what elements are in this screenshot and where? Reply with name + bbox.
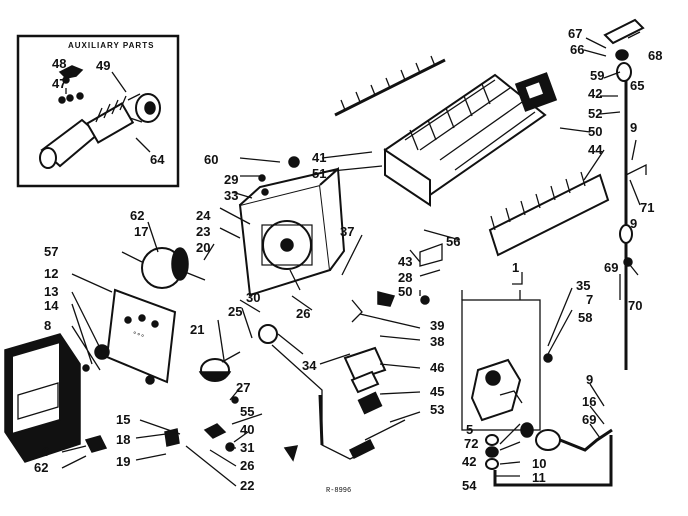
svg-text:∘∘∘: ∘∘∘	[131, 329, 146, 341]
label-15: 15	[116, 412, 130, 427]
front-cover-8	[4, 333, 81, 463]
part-47-screws	[58, 92, 84, 104]
label-6: 6	[42, 444, 49, 459]
label-60: 60	[204, 152, 218, 167]
label-66: 66	[570, 42, 584, 57]
label-54: 54	[462, 478, 477, 493]
label-10: 10	[532, 456, 546, 471]
label-31: 31	[240, 440, 254, 455]
label-35: 35	[576, 278, 590, 293]
label-8: 8	[44, 318, 51, 333]
label-9-mid: 9	[630, 216, 637, 231]
label-55: 55	[240, 404, 254, 419]
housing-33	[238, 166, 346, 297]
label-62-top: 62	[130, 208, 144, 223]
label-58: 58	[578, 310, 592, 325]
wire-harness	[271, 344, 406, 460]
stripper-44	[488, 171, 610, 257]
callout-labels: 67 66 68 59 65 42 52 50 9 44 71 69 9 35 …	[34, 26, 662, 495]
label-12: 12	[44, 266, 58, 281]
label-28: 28	[398, 270, 412, 285]
label-62-bottom: 62	[34, 460, 48, 475]
label-50-mid: 50	[398, 284, 412, 299]
label-16: 16	[582, 394, 596, 409]
label-26-bottom: 26	[240, 458, 254, 473]
label-64: 64	[150, 152, 165, 167]
label-13: 13	[44, 284, 58, 299]
small-parts-lower-left	[82, 156, 300, 462]
label-57: 57	[44, 244, 58, 259]
ice-mold-assembly	[334, 55, 558, 207]
label-1: 1	[512, 260, 519, 275]
label-40: 40	[240, 422, 254, 437]
label-22: 22	[240, 478, 254, 493]
label-14: 14	[44, 298, 59, 313]
auxiliary-parts-inset: AUXILIARY PARTS 48 47 49 64	[16, 34, 180, 188]
label-34: 34	[302, 358, 317, 373]
label-17: 17	[134, 224, 148, 239]
label-9-top: 9	[630, 120, 637, 135]
label-56: 56	[446, 234, 460, 249]
inset-title: AUXILIARY PARTS	[68, 41, 154, 50]
mounting-plate-12: ∘∘∘	[105, 288, 177, 384]
label-24: 24	[196, 208, 211, 223]
label-42-bottom: 42	[462, 454, 476, 469]
label-44: 44	[588, 142, 603, 157]
label-25: 25	[228, 304, 242, 319]
part-48-clip	[58, 65, 84, 84]
part-64-strainer	[39, 95, 135, 169]
label-26-top: 26	[296, 306, 310, 321]
label-29: 29	[224, 172, 238, 187]
label-37: 37	[340, 224, 354, 239]
label-72: 72	[464, 436, 478, 451]
label-18: 18	[116, 432, 130, 447]
label-21: 21	[190, 322, 204, 337]
label-47: 47	[52, 76, 66, 91]
label-68: 68	[648, 48, 662, 63]
label-27: 27	[236, 380, 250, 395]
drawing-code: R-8996	[326, 487, 351, 495]
switch-parts	[343, 243, 443, 415]
label-7: 7	[586, 292, 593, 307]
label-45: 45	[430, 384, 444, 399]
drive-gear-21	[198, 324, 304, 382]
label-53: 53	[430, 402, 444, 417]
label-19: 19	[116, 454, 130, 469]
label-20: 20	[196, 240, 210, 255]
label-5: 5	[466, 422, 473, 437]
label-30: 30	[246, 290, 260, 305]
label-67: 67	[568, 26, 582, 41]
fill-tube-assembly	[603, 18, 647, 370]
label-41: 41	[312, 150, 326, 165]
water-valve-assembly	[461, 290, 613, 487]
label-33: 33	[224, 188, 238, 203]
label-46: 46	[430, 360, 444, 375]
label-52: 52	[588, 106, 602, 121]
label-23: 23	[196, 224, 210, 239]
label-48: 48	[52, 56, 66, 71]
label-39: 39	[430, 318, 444, 333]
leader-lines	[61, 31, 641, 487]
label-50: 50	[588, 124, 602, 139]
label-51: 51	[312, 166, 326, 181]
motor-assembly	[141, 247, 206, 289]
label-9-bottom: 9	[586, 372, 593, 387]
label-43: 43	[398, 254, 412, 269]
label-49: 49	[96, 58, 110, 73]
label-71: 71	[640, 200, 654, 215]
label-59: 59	[590, 68, 604, 83]
label-38: 38	[430, 334, 444, 349]
label-65: 65	[630, 78, 644, 93]
label-69-bottom: 69	[582, 412, 596, 427]
label-69: 69	[604, 260, 618, 275]
part-49-fitting	[127, 93, 161, 123]
label-42: 42	[588, 86, 602, 101]
label-70: 70	[628, 298, 642, 313]
label-11: 11	[532, 470, 546, 485]
